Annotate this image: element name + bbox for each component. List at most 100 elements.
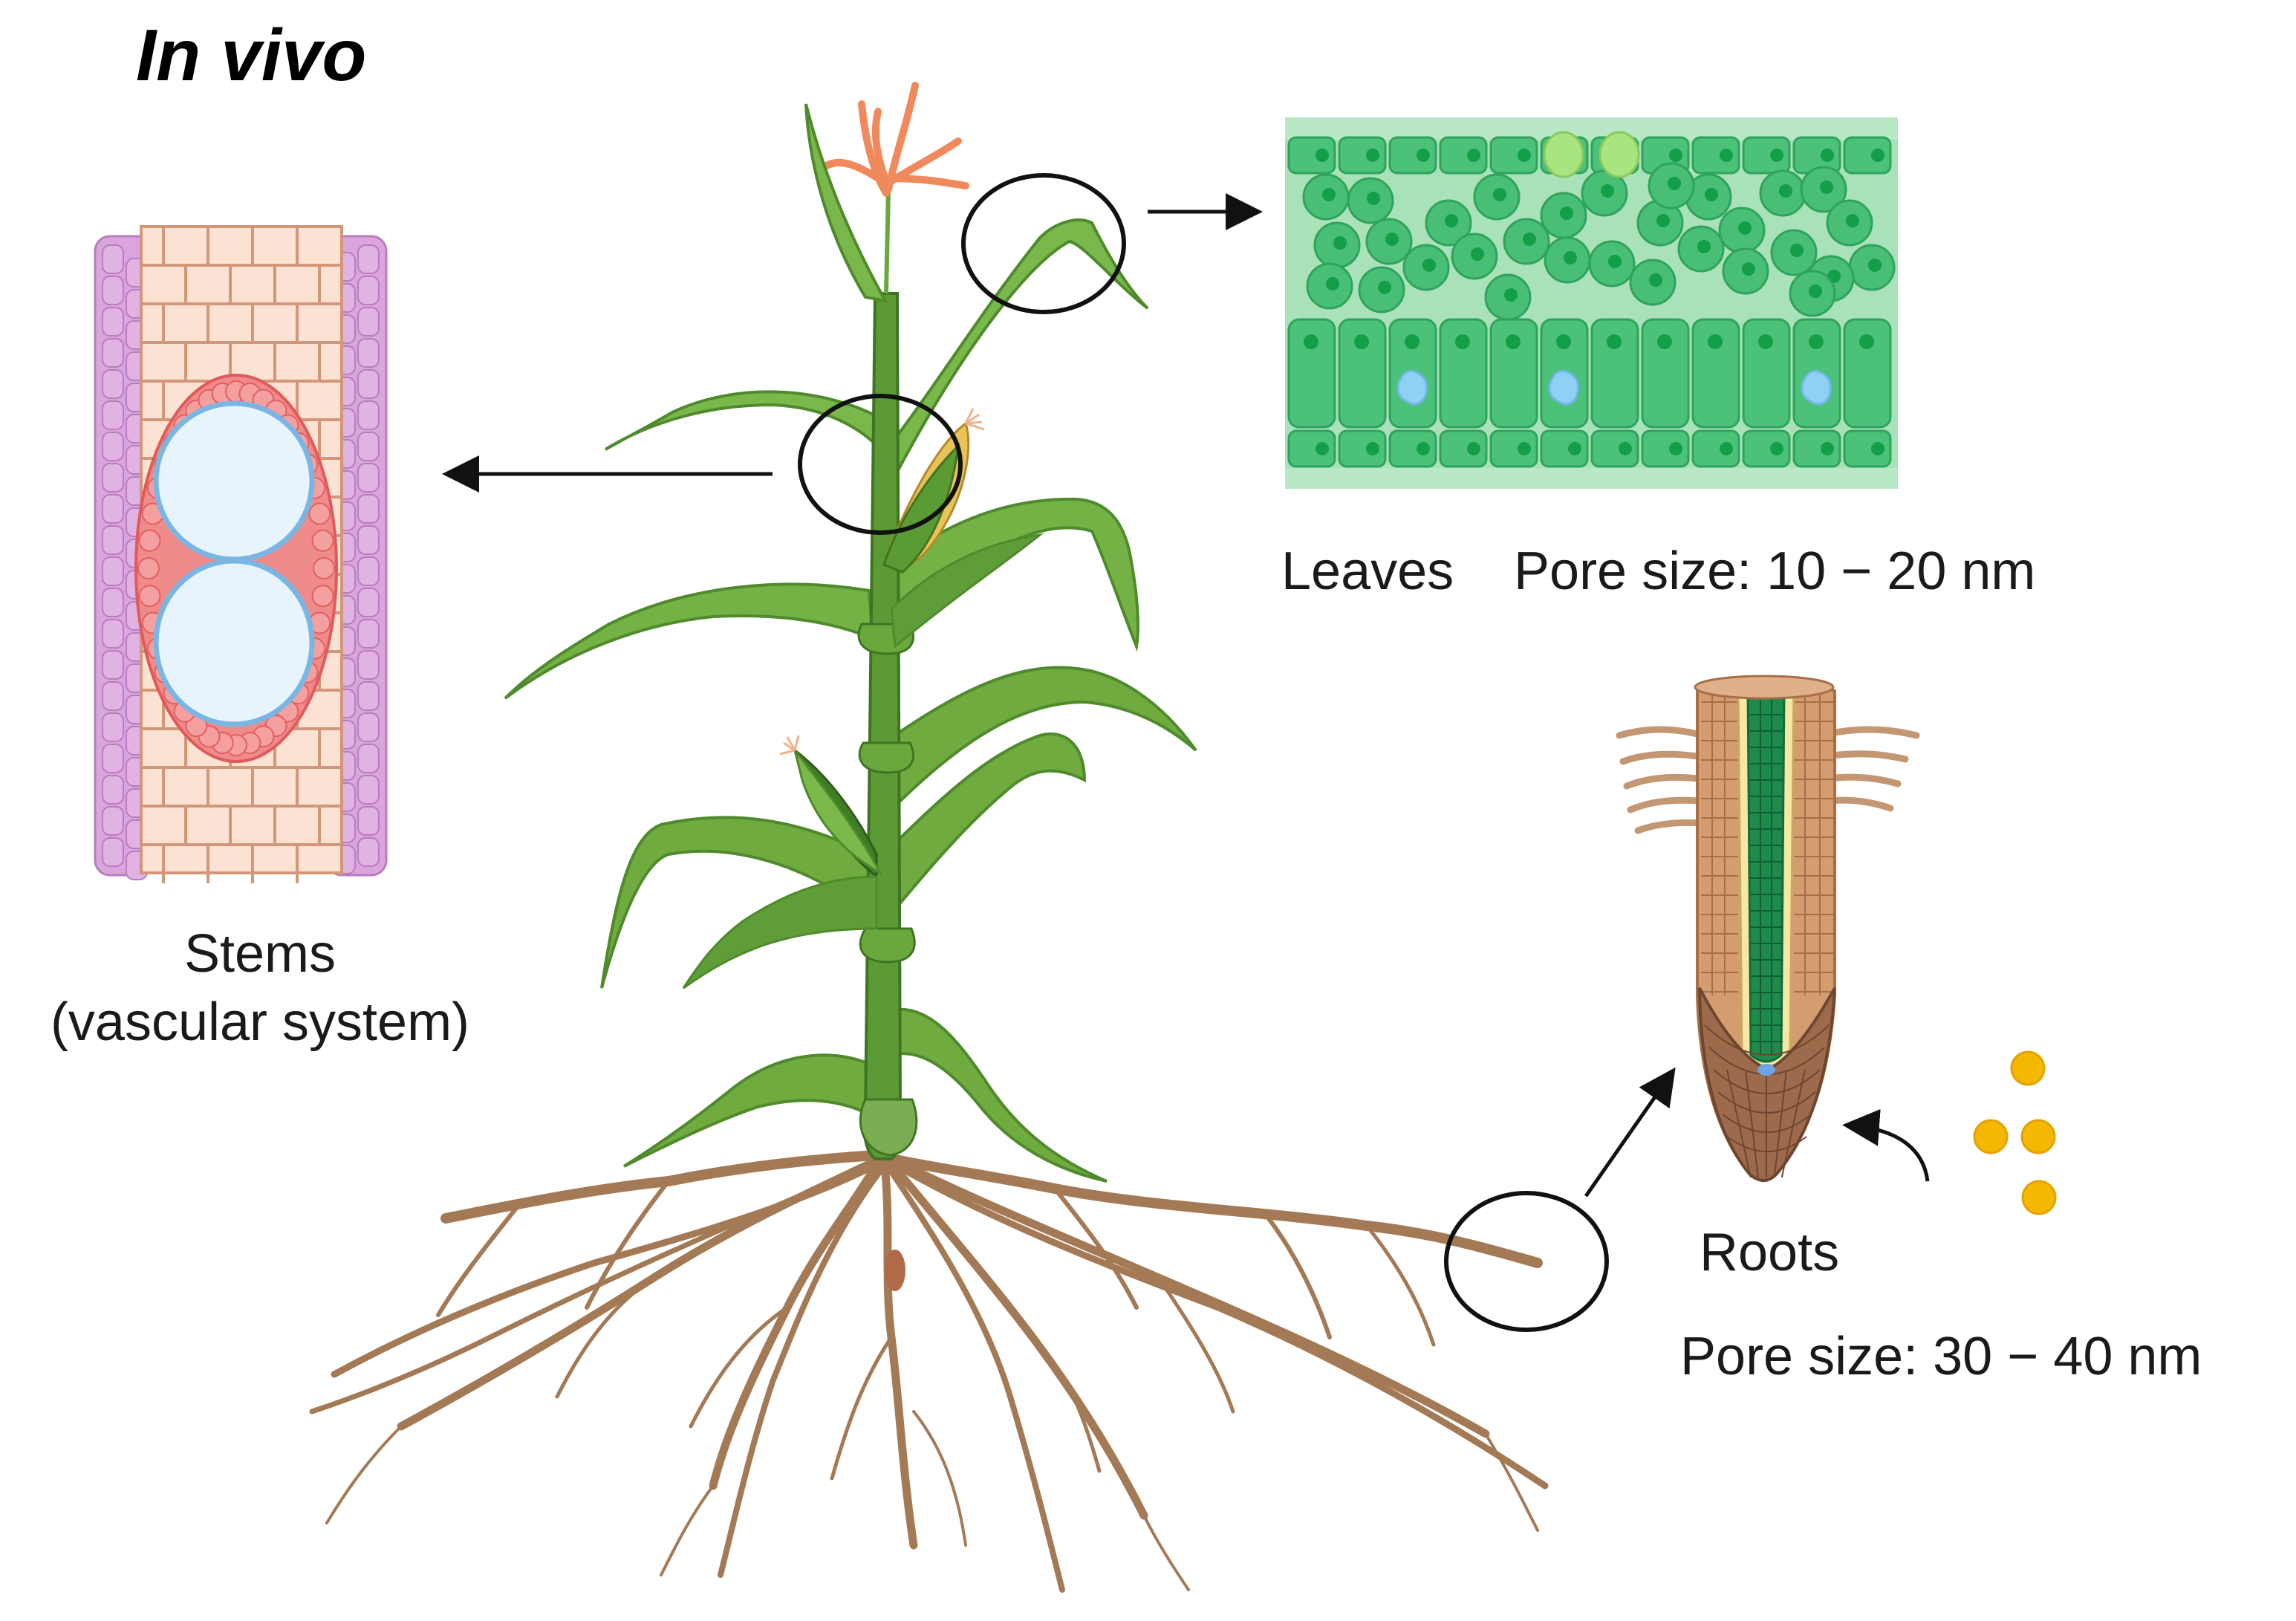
nucleus-icon xyxy=(1568,442,1581,455)
root-cap-wall xyxy=(1726,1069,1752,1178)
vascular-cell xyxy=(308,502,331,525)
stem-section-illustration xyxy=(94,225,388,883)
leaf-epidermis-cell xyxy=(1439,429,1488,468)
epidermis-cell xyxy=(102,432,124,461)
palisade-cell xyxy=(1287,318,1336,429)
nucleus-icon xyxy=(1316,149,1329,162)
nucleus-icon xyxy=(1506,334,1521,349)
epidermis-cell xyxy=(357,400,380,430)
epidermis-cell xyxy=(102,307,124,337)
nucleus-icon xyxy=(1738,221,1752,235)
epidermis-cell xyxy=(102,494,124,524)
nucleus-icon xyxy=(1758,334,1773,349)
epidermis-cell xyxy=(357,525,380,555)
epidermis-cell xyxy=(102,369,124,399)
epidermis-cell xyxy=(357,556,380,586)
epidermis-cell xyxy=(102,400,124,430)
nucleus-icon xyxy=(1821,149,1834,162)
nucleus-icon xyxy=(1493,188,1506,201)
nucleus-icon xyxy=(1560,207,1573,220)
palisade-cell xyxy=(1691,318,1740,429)
leaves-pore-size: Pore size: 10 − 20 nm xyxy=(1514,542,2036,601)
leaf-epidermis-cell xyxy=(1287,429,1336,468)
epidermis-cell xyxy=(102,276,124,305)
nucleus-icon xyxy=(1316,442,1329,455)
leaf-epidermis-cell xyxy=(1843,136,1892,175)
nucleus-icon xyxy=(1669,442,1682,455)
epidermis-cell xyxy=(357,650,380,680)
root-cap-wall xyxy=(1773,1069,1787,1178)
leaf-epidermis-cell xyxy=(1287,136,1336,175)
root-system-illustration xyxy=(309,1150,1549,1593)
nucleus-icon xyxy=(1649,273,1662,287)
nucleus-icon xyxy=(1518,149,1531,162)
nucleus-icon xyxy=(1367,192,1380,205)
nucleus-icon xyxy=(1405,334,1419,349)
nucleus-icon xyxy=(1657,334,1672,349)
nucleus-icon xyxy=(1445,214,1458,227)
nucleus-icon xyxy=(1601,184,1614,198)
vacuole-icon xyxy=(1548,369,1580,406)
roots-pore-size: Pore size: 30 − 40 nm xyxy=(1680,1327,2202,1386)
nucleus-icon xyxy=(1779,184,1792,198)
epidermis-cell xyxy=(102,806,124,836)
palisade-cell xyxy=(1590,318,1639,429)
vacuole-icon xyxy=(1801,369,1832,406)
vascular-cell xyxy=(138,529,161,552)
root-cap-wall xyxy=(1722,1114,1812,1133)
nucleus-icon xyxy=(1770,442,1783,455)
root-cap-wall xyxy=(1713,1069,1821,1094)
root-tip-illustration xyxy=(1616,675,1920,1182)
nucleus-icon xyxy=(1422,259,1436,272)
leaves-label: Leaves xyxy=(1281,542,1454,601)
root-node xyxy=(885,1250,905,1291)
epidermis-cell xyxy=(357,619,380,649)
epidermis-cell xyxy=(102,556,124,586)
leaf-epidermis-cell xyxy=(1691,429,1740,468)
epidermis-cell xyxy=(357,588,380,617)
nucleus-icon xyxy=(1871,149,1884,162)
leaf-epidermis-cell xyxy=(1489,429,1538,468)
leaf-section-illustration xyxy=(1285,117,1898,489)
root-cap-wall xyxy=(1780,1069,1806,1178)
nucleus-icon xyxy=(1669,149,1682,162)
nucleus-icon xyxy=(1417,442,1430,455)
page-title: In vivo xyxy=(136,14,367,96)
nucleus-icon xyxy=(1417,149,1430,162)
nucleus-icon xyxy=(1354,334,1369,349)
leaf-epidermis-cell xyxy=(1388,429,1437,468)
epidermis-cell xyxy=(102,650,124,680)
stem-highlight-circle-icon xyxy=(798,394,963,535)
epidermis-cell xyxy=(102,775,124,805)
nucleus-icon xyxy=(1467,442,1480,455)
nucleus-icon xyxy=(1668,177,1681,190)
nucleus-icon xyxy=(1366,149,1379,162)
nucleus-icon xyxy=(1471,247,1484,261)
epidermis-cell xyxy=(102,744,124,773)
nanoparticle-icon xyxy=(1973,1050,2057,1215)
leaf-epidermis-cell xyxy=(1590,429,1639,468)
arrow-to-root-tip-icon xyxy=(1584,1067,1676,1198)
nucleus-icon xyxy=(1378,281,1391,294)
epidermis-cell xyxy=(102,244,124,274)
nucleus-icon xyxy=(1846,214,1859,227)
epidermis-cell xyxy=(102,619,124,649)
nucleus-icon xyxy=(1705,188,1718,201)
palisade-cell xyxy=(1489,318,1538,429)
nucleus-icon xyxy=(1820,181,1833,194)
leaf-epidermis-cell xyxy=(1691,136,1740,175)
nucleus-icon xyxy=(1608,255,1622,268)
arrow-nanoparticle-uptake-icon xyxy=(1842,1108,1930,1182)
nucleus-icon xyxy=(1504,288,1518,302)
nucleus-icon xyxy=(1467,149,1480,162)
vacuole-icon xyxy=(1396,369,1428,406)
nucleus-icon xyxy=(1809,285,1822,298)
root-highlight-circle-icon xyxy=(1444,1191,1609,1332)
nucleus-icon xyxy=(1868,259,1882,272)
nucleus-icon xyxy=(1564,251,1577,264)
nucleus-icon xyxy=(1720,149,1733,162)
epidermis-cell xyxy=(357,712,380,742)
leaf-epidermis-cell xyxy=(1641,429,1690,468)
epidermis-cell xyxy=(357,463,380,493)
